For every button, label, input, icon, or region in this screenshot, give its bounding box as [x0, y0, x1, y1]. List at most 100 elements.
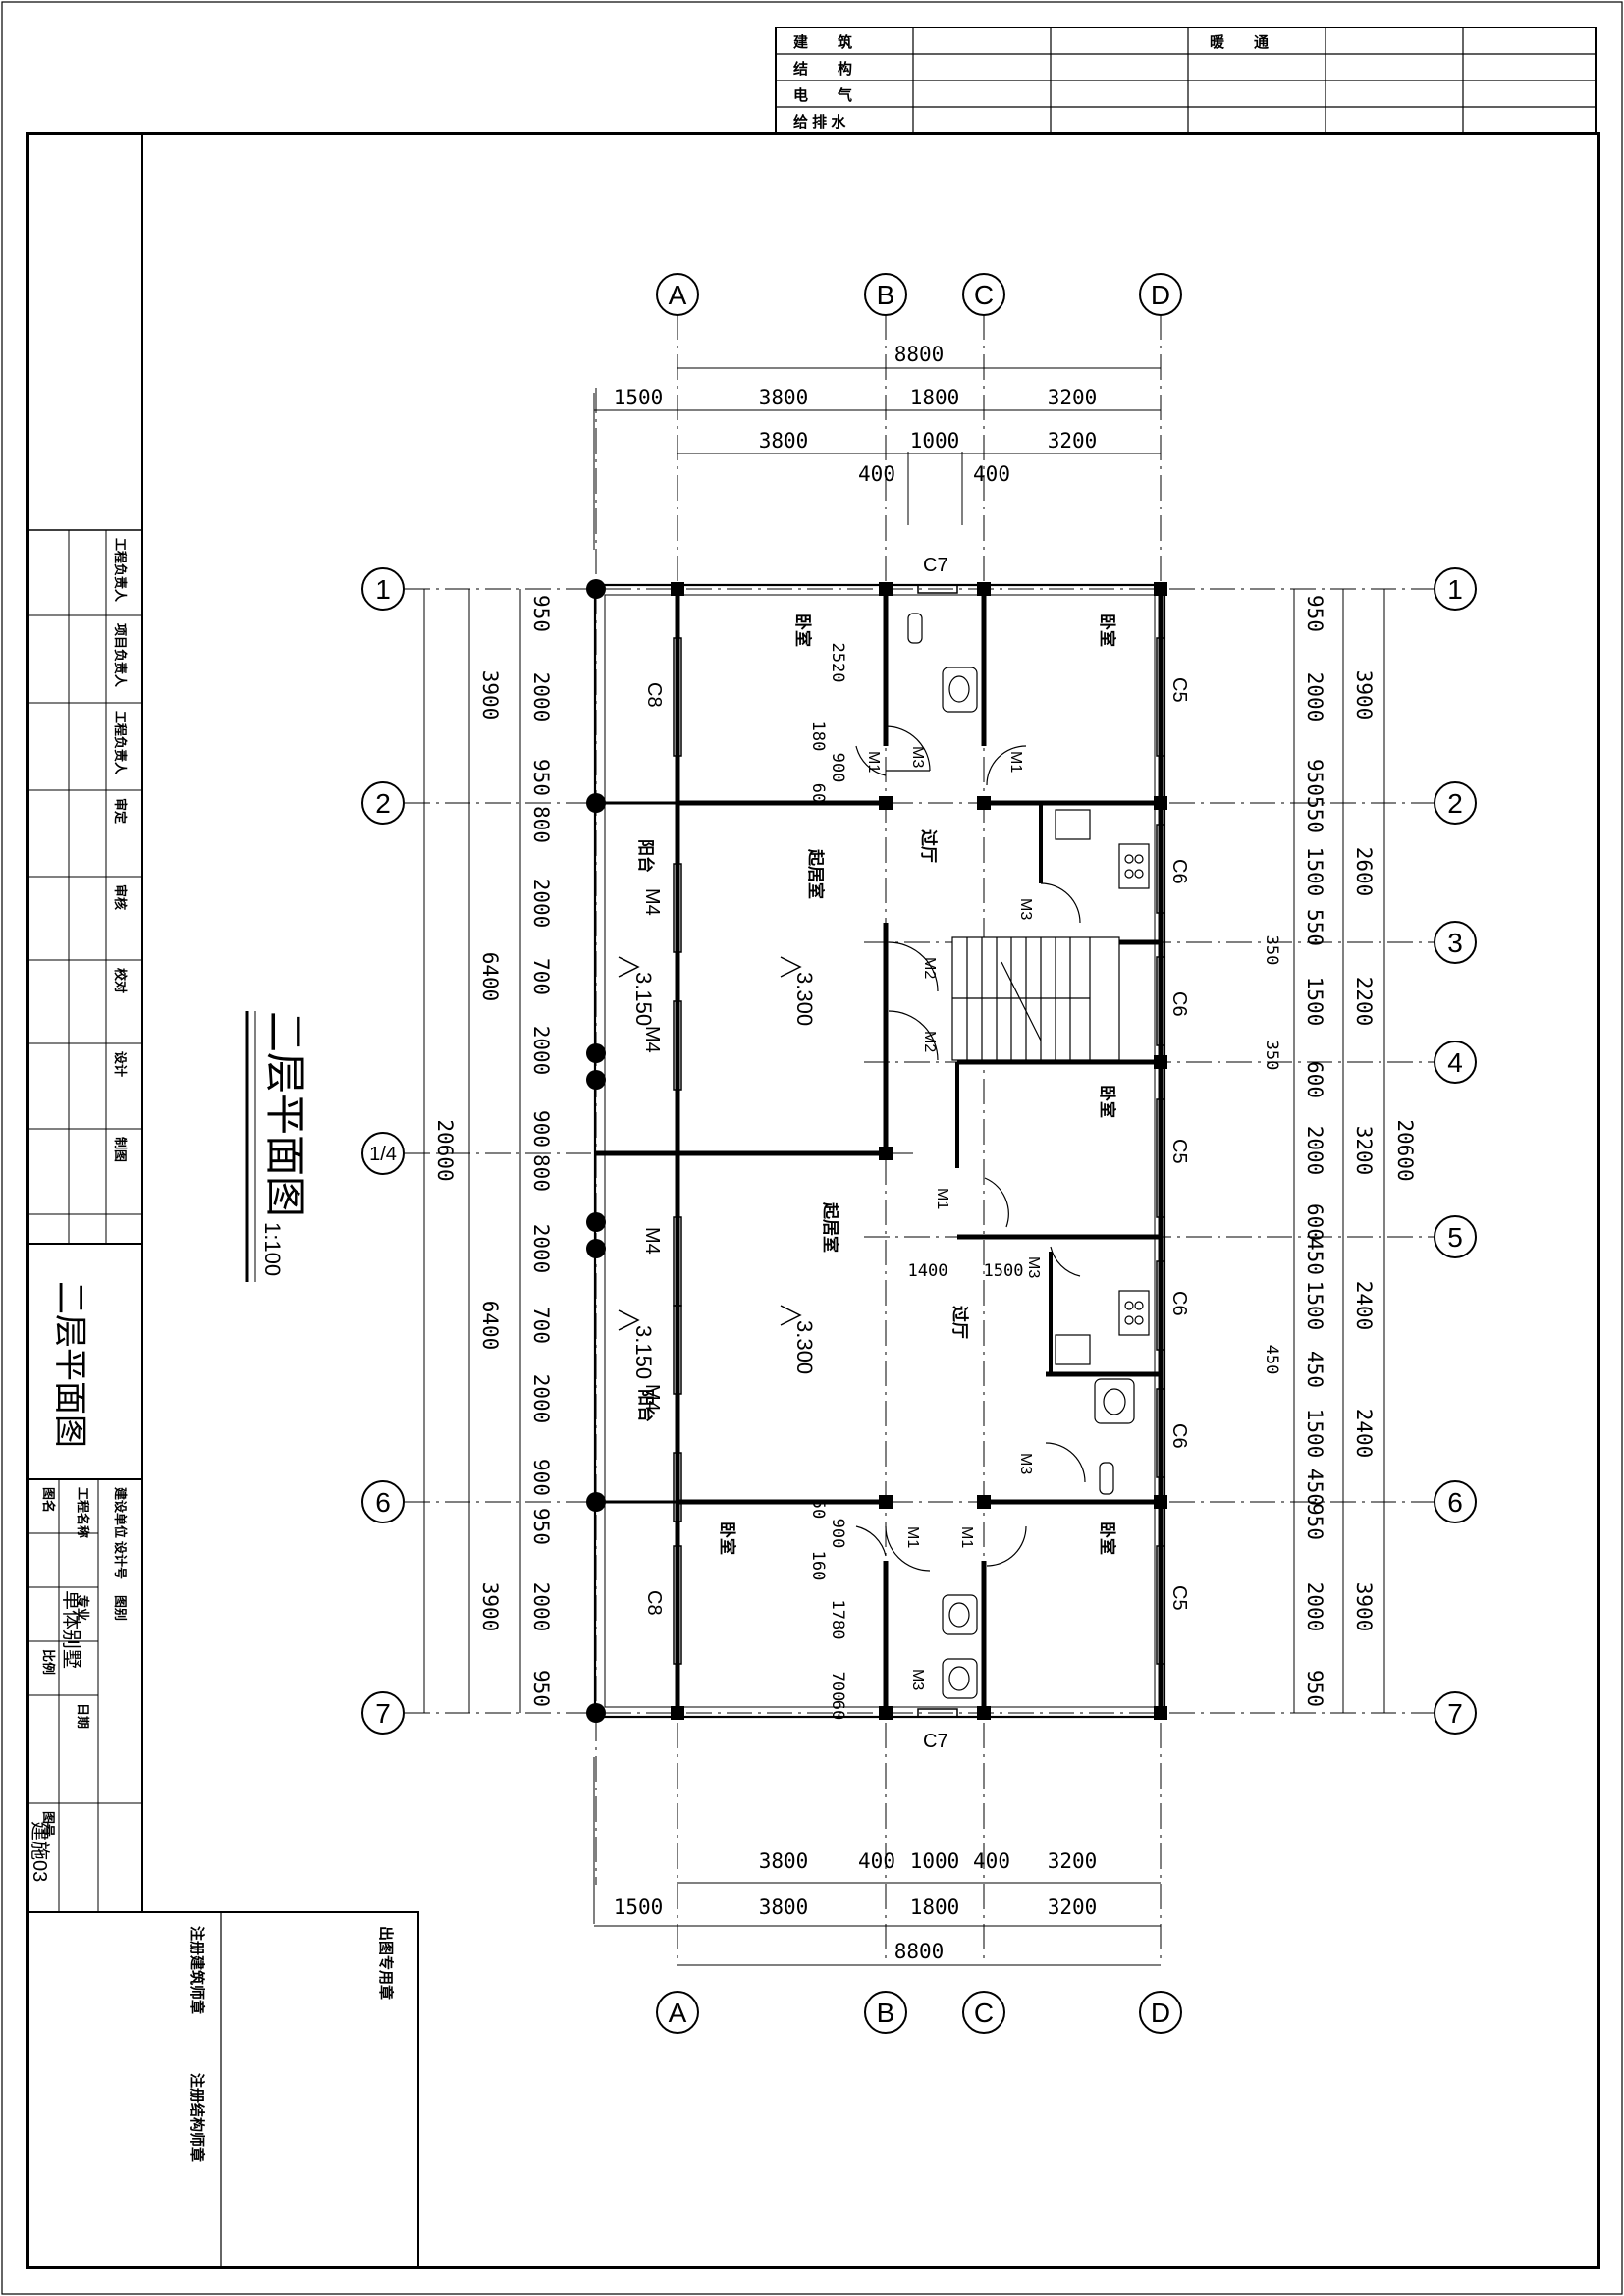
dim-right-fine-7: 350 [1262, 935, 1281, 966]
room-hall-2: 过厅 [950, 1306, 969, 1339]
dim-left-fine-10: 2000 [529, 1224, 553, 1274]
tb-label-category: 图别 [113, 1595, 128, 1621]
left-title-block [27, 133, 419, 2269]
countersign-table [775, 27, 1597, 134]
dim-int-60-a: 60 [808, 783, 828, 803]
dim-int-1400: 1400 [908, 1261, 948, 1281]
dim-right-3900-b: 3900 [1352, 1582, 1376, 1632]
dim-int-1500: 1500 [984, 1261, 1024, 1281]
dim-int-450: 450 [1262, 1345, 1281, 1375]
approval-label-4: 审定 [113, 798, 128, 824]
level-living-lower: 3.300 [792, 1320, 817, 1374]
dim-int-160: 160 [808, 1551, 828, 1581]
room-living-2: 起居室 [821, 1201, 840, 1253]
room-hall-1: 过厅 [919, 829, 938, 863]
tag-m2-1: M2 [921, 957, 938, 979]
room-bedroom-2: 卧室 [1098, 614, 1117, 647]
dim-bot-400a: 400 [858, 1849, 895, 1873]
grid-bubble-D-top: D [1151, 280, 1170, 310]
tag-m1-3: M1 [934, 1188, 950, 1209]
dim-right-total: 20600 [1393, 1119, 1417, 1181]
grid-bubble-4-right: 4 [1447, 1047, 1463, 1078]
dim-bot2-1500: 1500 [614, 1896, 664, 1919]
dim-left-fine-5: 2000 [529, 879, 553, 929]
architect-seal-note: 注册建筑师章 [189, 1926, 206, 2014]
stair [951, 936, 1120, 1061]
dim-right-fine-1: 950 [1303, 595, 1326, 632]
tag-m1-1: M1 [865, 751, 882, 773]
dim-right-2400-a: 2400 [1352, 1281, 1376, 1331]
dim-left-fine-14: 950 [529, 1508, 553, 1545]
tag-c6-3: C6 [1168, 1291, 1190, 1316]
dim-left-fine-1: 950 [529, 595, 553, 632]
approval-label-2: 项目负责人 [113, 623, 128, 688]
dim-bot-3800: 3800 [759, 1849, 809, 1873]
tag-m4-4: M4 [641, 1384, 663, 1412]
tag-c6-1: C6 [1168, 859, 1190, 884]
approval-label-7: 设计 [113, 1051, 128, 1077]
dim-left-fine-2: 2000 [529, 672, 553, 722]
tag-c8-2: C8 [643, 1590, 665, 1616]
drawing-scale: 1:100 [260, 1222, 285, 1276]
level-markers [618, 956, 802, 1331]
grid-bubble-7-right: 7 [1447, 1698, 1463, 1729]
tag-c5-2: C5 [1168, 1139, 1190, 1164]
doors [855, 725, 1086, 1572]
grid-bubble-3-right: 3 [1447, 928, 1463, 958]
dim-right-fine-8: 1500 [1303, 977, 1326, 1027]
tag-m3-2: M3 [1017, 898, 1034, 920]
grid-bubble-2-right: 2 [1447, 788, 1463, 819]
tb-label-sheet-no: 图号 [41, 1811, 56, 1837]
dim-left-fine-16: 950 [529, 1670, 553, 1707]
dim-int-180: 180 [808, 721, 828, 752]
tag-m2-2: M2 [921, 1031, 938, 1052]
dim-right-fine-17: 450 [1303, 1468, 1326, 1506]
dim-top2-3800: 3800 [759, 429, 809, 453]
grid-bubble-6-left: 6 [375, 1487, 391, 1518]
seal-text: 出图专用章 [377, 1926, 395, 2000]
titleblock-drawing-name: 二层平面图 [51, 1281, 88, 1448]
level-living-upper: 3.300 [792, 972, 817, 1026]
dim-left-fine-4: 800 [529, 806, 553, 843]
approval-label-1: 工程负责人 [113, 538, 128, 603]
tb-label-job-no: 设计号 [113, 1541, 128, 1579]
tag-c5-3: C5 [1168, 1585, 1190, 1611]
grid-bubble-C-top: C [974, 280, 994, 310]
dim-int-900-b: 900 [828, 1519, 847, 1549]
dim-top-3200: 3200 [1048, 386, 1098, 409]
dim-right-fine-18: 950 [1303, 1503, 1326, 1540]
tag-c6-4: C6 [1168, 1423, 1190, 1449]
tag-m1-2: M1 [1007, 751, 1024, 773]
grid-bubble-1-left: 1 [375, 574, 391, 605]
dim-left-total: 20600 [433, 1119, 457, 1181]
sheet-number: 建施03 [28, 1821, 51, 1882]
windows [673, 584, 1165, 1718]
dim-right-3900-a: 3900 [1352, 670, 1376, 721]
room-living-1: 起居室 [806, 848, 826, 899]
tag-m3-3: M3 [1025, 1256, 1042, 1278]
dim-right-2600: 2600 [1352, 847, 1376, 897]
structural-seal-note: 注册结构师章 [189, 2073, 206, 2162]
countersign-electrical: 电 气 [793, 86, 852, 104]
tag-m3-5: M3 [909, 1669, 926, 1690]
tag-c6-2: C6 [1168, 991, 1190, 1017]
approval-label-8: 制图 [113, 1137, 128, 1162]
dim-right-fine-19: 2000 [1303, 1582, 1326, 1632]
grid-bubble-1-right: 1 [1447, 574, 1463, 605]
grid-bubble-A-bottom: A [669, 1998, 687, 2028]
grid-axes [405, 314, 1435, 1961]
dim-left-fine-9: 800 [529, 1154, 553, 1192]
dim-top2-1000: 1000 [910, 429, 960, 453]
tb-label-scale: 比例 [41, 1649, 56, 1675]
dim-right-fine-10: 600 [1303, 1061, 1326, 1098]
dim-left-fine-15: 2000 [529, 1582, 553, 1632]
grid-bubble-6-right: 6 [1447, 1487, 1463, 1518]
room-bedroom-1: 卧室 [793, 614, 813, 647]
dim-int-700: 700 [828, 1672, 847, 1702]
dim-int-1780: 1780 [828, 1600, 847, 1640]
dim-bot-1000: 1000 [910, 1849, 960, 1873]
grid-bubble-5-right: 5 [1447, 1222, 1463, 1253]
grid-bubble-7-left: 7 [375, 1698, 391, 1729]
grid-bubble-2-left: 2 [375, 788, 391, 819]
